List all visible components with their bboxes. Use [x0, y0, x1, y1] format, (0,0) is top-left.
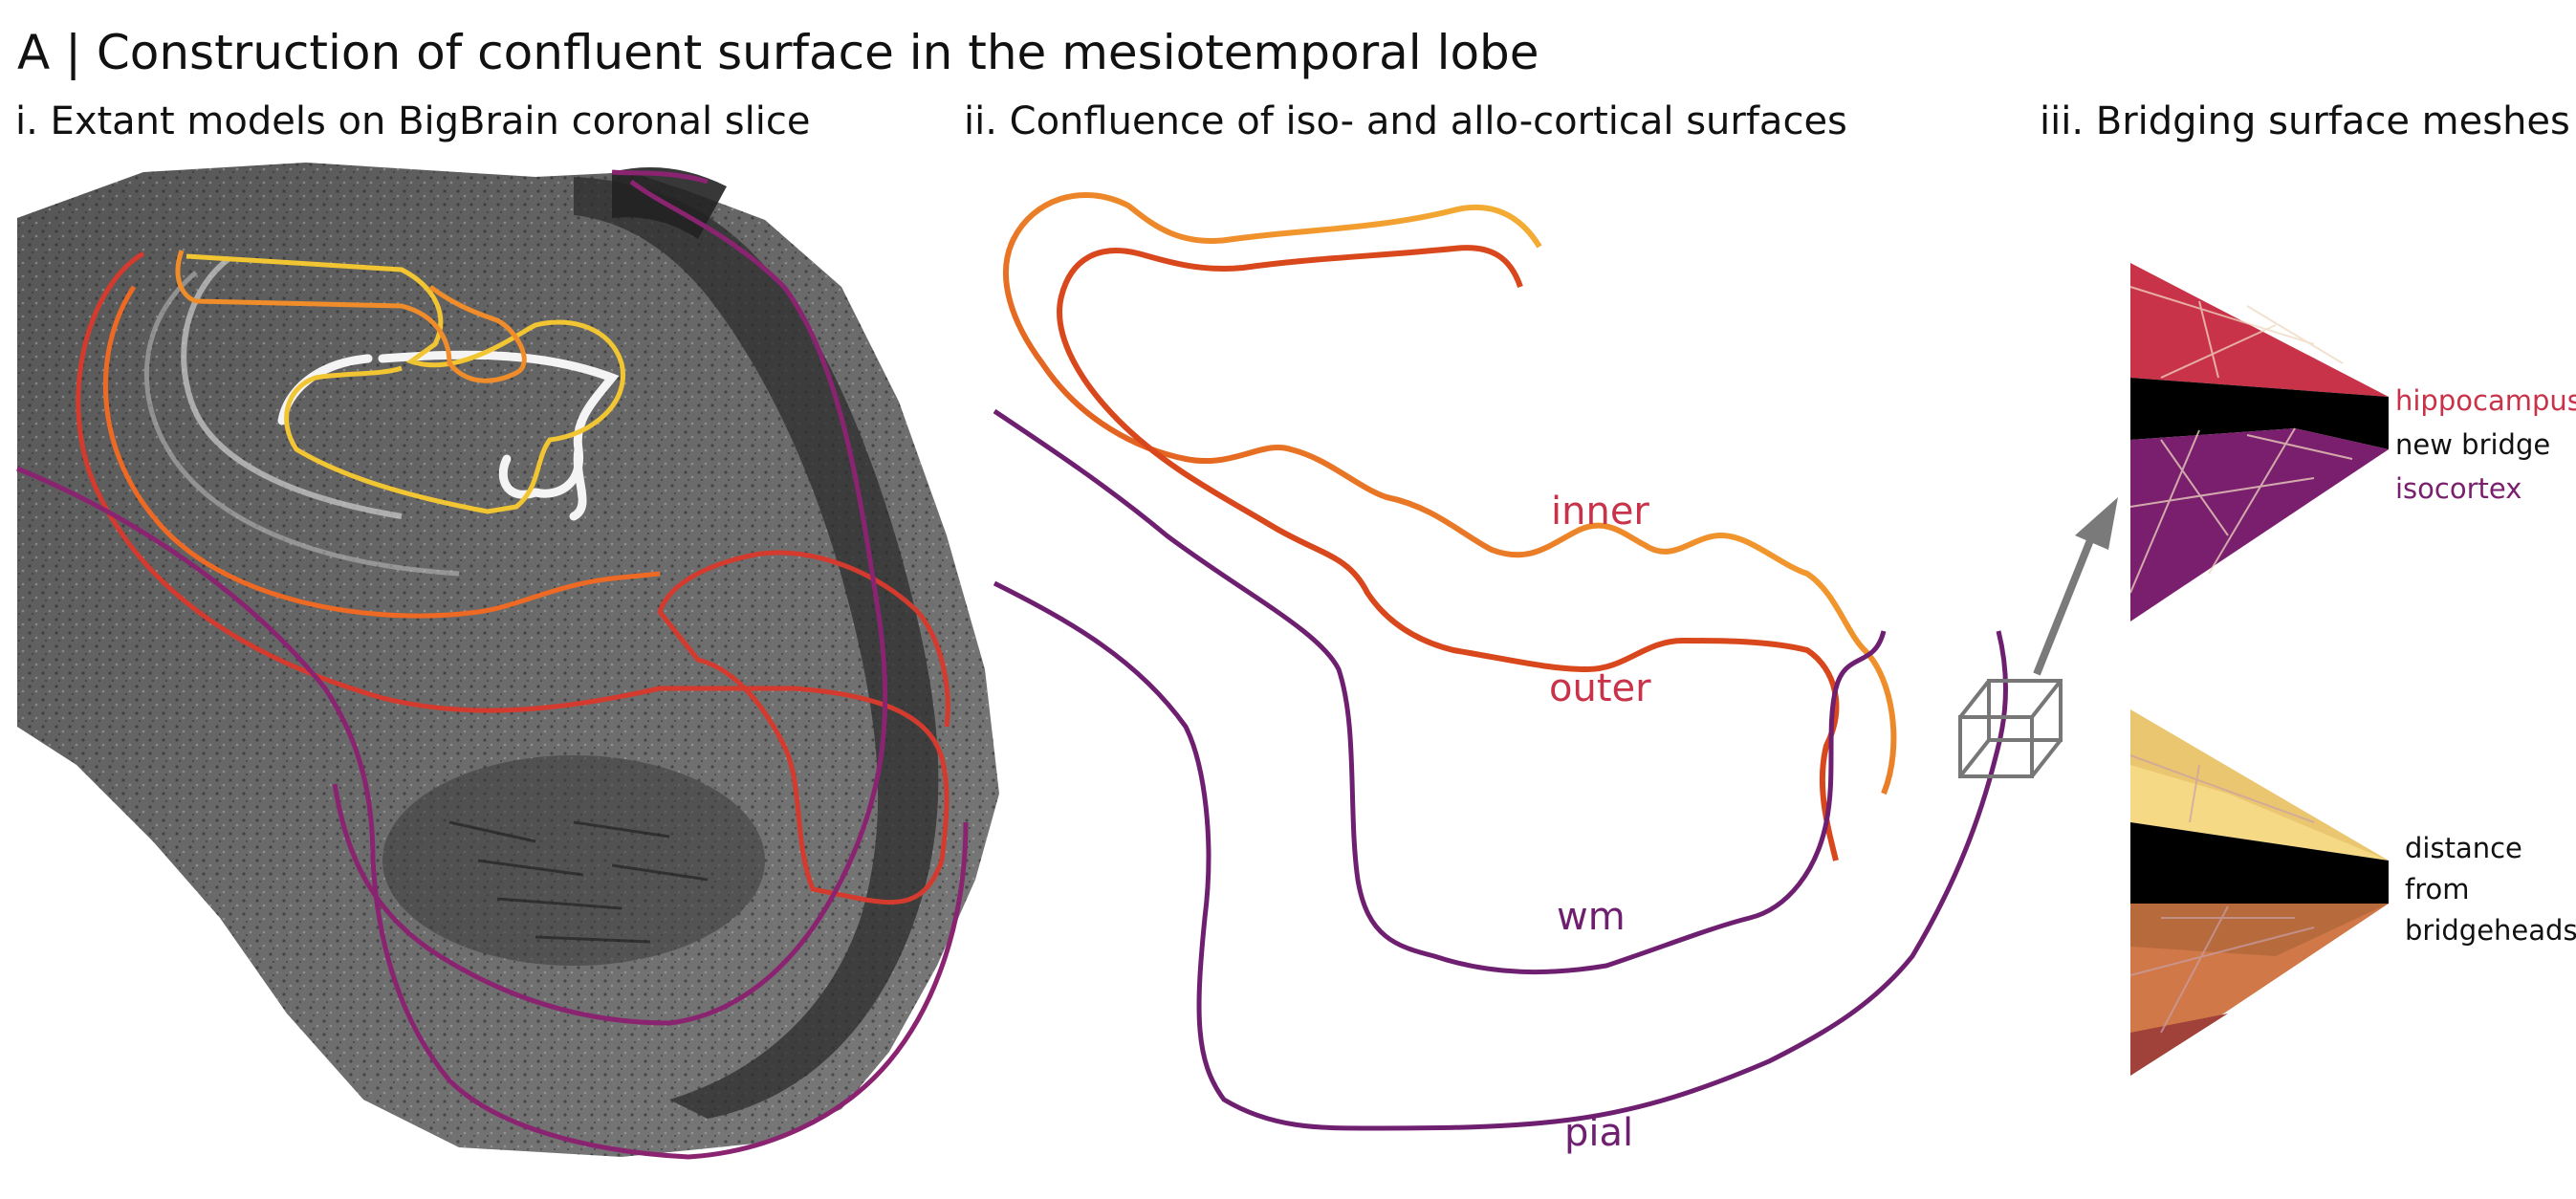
figure-title: A | Construction of confluent surface in… — [17, 25, 1539, 80]
slice-hippocampus-outline — [186, 253, 625, 514]
label-from: from — [2405, 873, 2470, 905]
outer-surface-line — [1057, 245, 1840, 861]
label-isocortex: isocortex — [2395, 472, 2522, 505]
panel-i-slice — [16, 163, 999, 1160]
label-pial: pial — [1564, 1111, 1634, 1155]
label-distance: distance — [2405, 832, 2522, 864]
inner-surface-line — [1003, 191, 1897, 796]
slice-orange-contour — [102, 285, 661, 619]
pial-surface-line — [993, 580, 2008, 1131]
wm-surface-line — [993, 408, 1887, 975]
panel-iii-title: iii. Bridging surface meshes — [2040, 99, 2570, 143]
slice-hippocampus-inner — [175, 250, 527, 383]
label-bridgeheads: bridgeheads — [2405, 914, 2576, 947]
panel-ii-title: ii. Confluence of iso- and allo-cortical… — [964, 99, 1847, 143]
label-hippocampus: hippocampus — [2395, 384, 2576, 417]
label-wm: wm — [1557, 895, 1626, 939]
panel-i-title: i. Extant models on BigBrain coronal sli… — [15, 99, 811, 143]
panel-ii-surfaces — [993, 191, 2118, 1131]
label-outer: outer — [1549, 666, 1651, 710]
label-inner: inner — [1551, 490, 1649, 534]
panel-iii-mesh-bottom — [2129, 709, 2389, 1076]
panel-iii-mesh-top — [2129, 263, 2389, 621]
slice-isocortex-outline — [332, 179, 888, 1026]
slice-dark-band — [574, 177, 939, 1119]
slice-pial-outline — [16, 169, 969, 1160]
slice-red-contour — [76, 251, 950, 905]
zoom-cube — [1958, 679, 2063, 778]
label-new-bridge: new bridge — [2395, 428, 2551, 461]
zoom-arrow-icon — [2033, 497, 2118, 676]
